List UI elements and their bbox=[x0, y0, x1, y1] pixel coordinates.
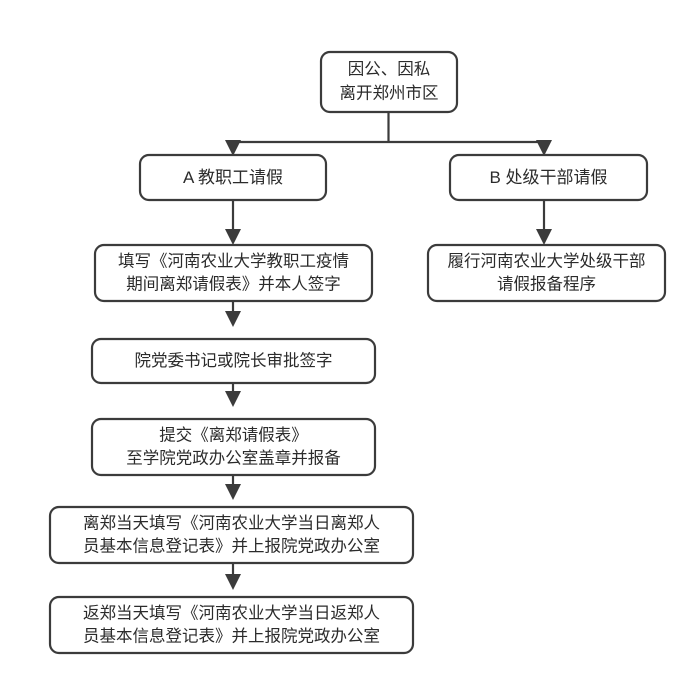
node-branch-b-shape[interactable] bbox=[448, 153, 649, 202]
node-branch-a-label: A 教职工请假 bbox=[183, 168, 283, 187]
edge-branch-a-to-a1-arrowhead bbox=[225, 229, 241, 245]
node-branch-a-shape[interactable] bbox=[138, 153, 328, 202]
node-a1[interactable]: 填写《河南农业大学教职工疫情 期间离郑请假表》并本人签字 bbox=[93, 243, 374, 303]
edge-a3-to-a4-arrowhead bbox=[225, 484, 241, 500]
node-a4[interactable]: 离郑当天填写《河南农业大学当日离郑人 员基本信息登记表》并上报院党政办公室 bbox=[48, 505, 415, 565]
node-b1-shape[interactable] bbox=[426, 243, 667, 303]
node-start-shape[interactable] bbox=[319, 50, 459, 114]
node-branch-b-label: B 处级干部请假 bbox=[489, 168, 607, 187]
node-start-line2: 离开郑州市区 bbox=[340, 83, 439, 102]
node-a1-line2: 期间离郑请假表》并本人签字 bbox=[126, 274, 341, 293]
node-start[interactable]: 因公、因私 离开郑州市区 bbox=[319, 50, 459, 114]
node-a4-shape[interactable] bbox=[48, 505, 415, 565]
node-a3-line1: 提交《离郑请假表》 bbox=[159, 425, 308, 444]
edge-split-to-branch-b-arrowhead bbox=[536, 140, 552, 156]
node-a5-line1: 返郑当天填写《河南农业大学当日返郑人 bbox=[83, 603, 380, 622]
node-b1-line2: 请假报备程序 bbox=[497, 274, 596, 293]
edge-a4-to-a5-arrowhead bbox=[225, 574, 241, 590]
node-a3-shape[interactable] bbox=[90, 417, 377, 477]
node-b1[interactable]: 履行河南农业大学处级干部 请假报备程序 bbox=[426, 243, 667, 303]
edge-split-to-branch-a-arrowhead bbox=[225, 140, 241, 156]
node-a3[interactable]: 提交《离郑请假表》 至学院党政办公室盖章并报备 bbox=[90, 417, 377, 477]
edge-a1-to-a2-arrowhead bbox=[225, 311, 241, 327]
node-branch-b[interactable]: B 处级干部请假 bbox=[448, 153, 649, 202]
connector-layer bbox=[225, 112, 552, 590]
node-a1-line1: 填写《河南农业大学教职工疫情 bbox=[118, 251, 349, 270]
edge-a2-to-a3-arrowhead bbox=[225, 391, 241, 407]
node-branch-a[interactable]: A 教职工请假 bbox=[138, 153, 328, 202]
node-b1-line1: 履行河南农业大学处级干部 bbox=[448, 251, 646, 270]
node-start-line1: 因公、因私 bbox=[348, 59, 431, 78]
node-a2[interactable]: 院党委书记或院长审批签字 bbox=[90, 337, 377, 385]
node-a5-line2: 员基本信息登记表》并上报院党政办公室 bbox=[83, 626, 380, 645]
node-a5[interactable]: 返郑当天填写《河南农业大学当日返郑人 员基本信息登记表》并上报院党政办公室 bbox=[48, 595, 415, 655]
node-a4-line1: 离郑当天填写《河南农业大学当日离郑人 bbox=[83, 513, 380, 532]
node-a1-shape[interactable] bbox=[93, 243, 374, 303]
node-a4-line2: 员基本信息登记表》并上报院党政办公室 bbox=[83, 536, 380, 555]
node-a3-line2: 至学院党政办公室盖章并报备 bbox=[126, 448, 341, 467]
node-a5-shape[interactable] bbox=[48, 595, 415, 655]
node-a2-label: 院党委书记或院长审批签字 bbox=[135, 351, 333, 370]
node-a2-shape[interactable] bbox=[90, 337, 377, 385]
edge-branch-b-to-b1-arrowhead bbox=[536, 229, 552, 245]
